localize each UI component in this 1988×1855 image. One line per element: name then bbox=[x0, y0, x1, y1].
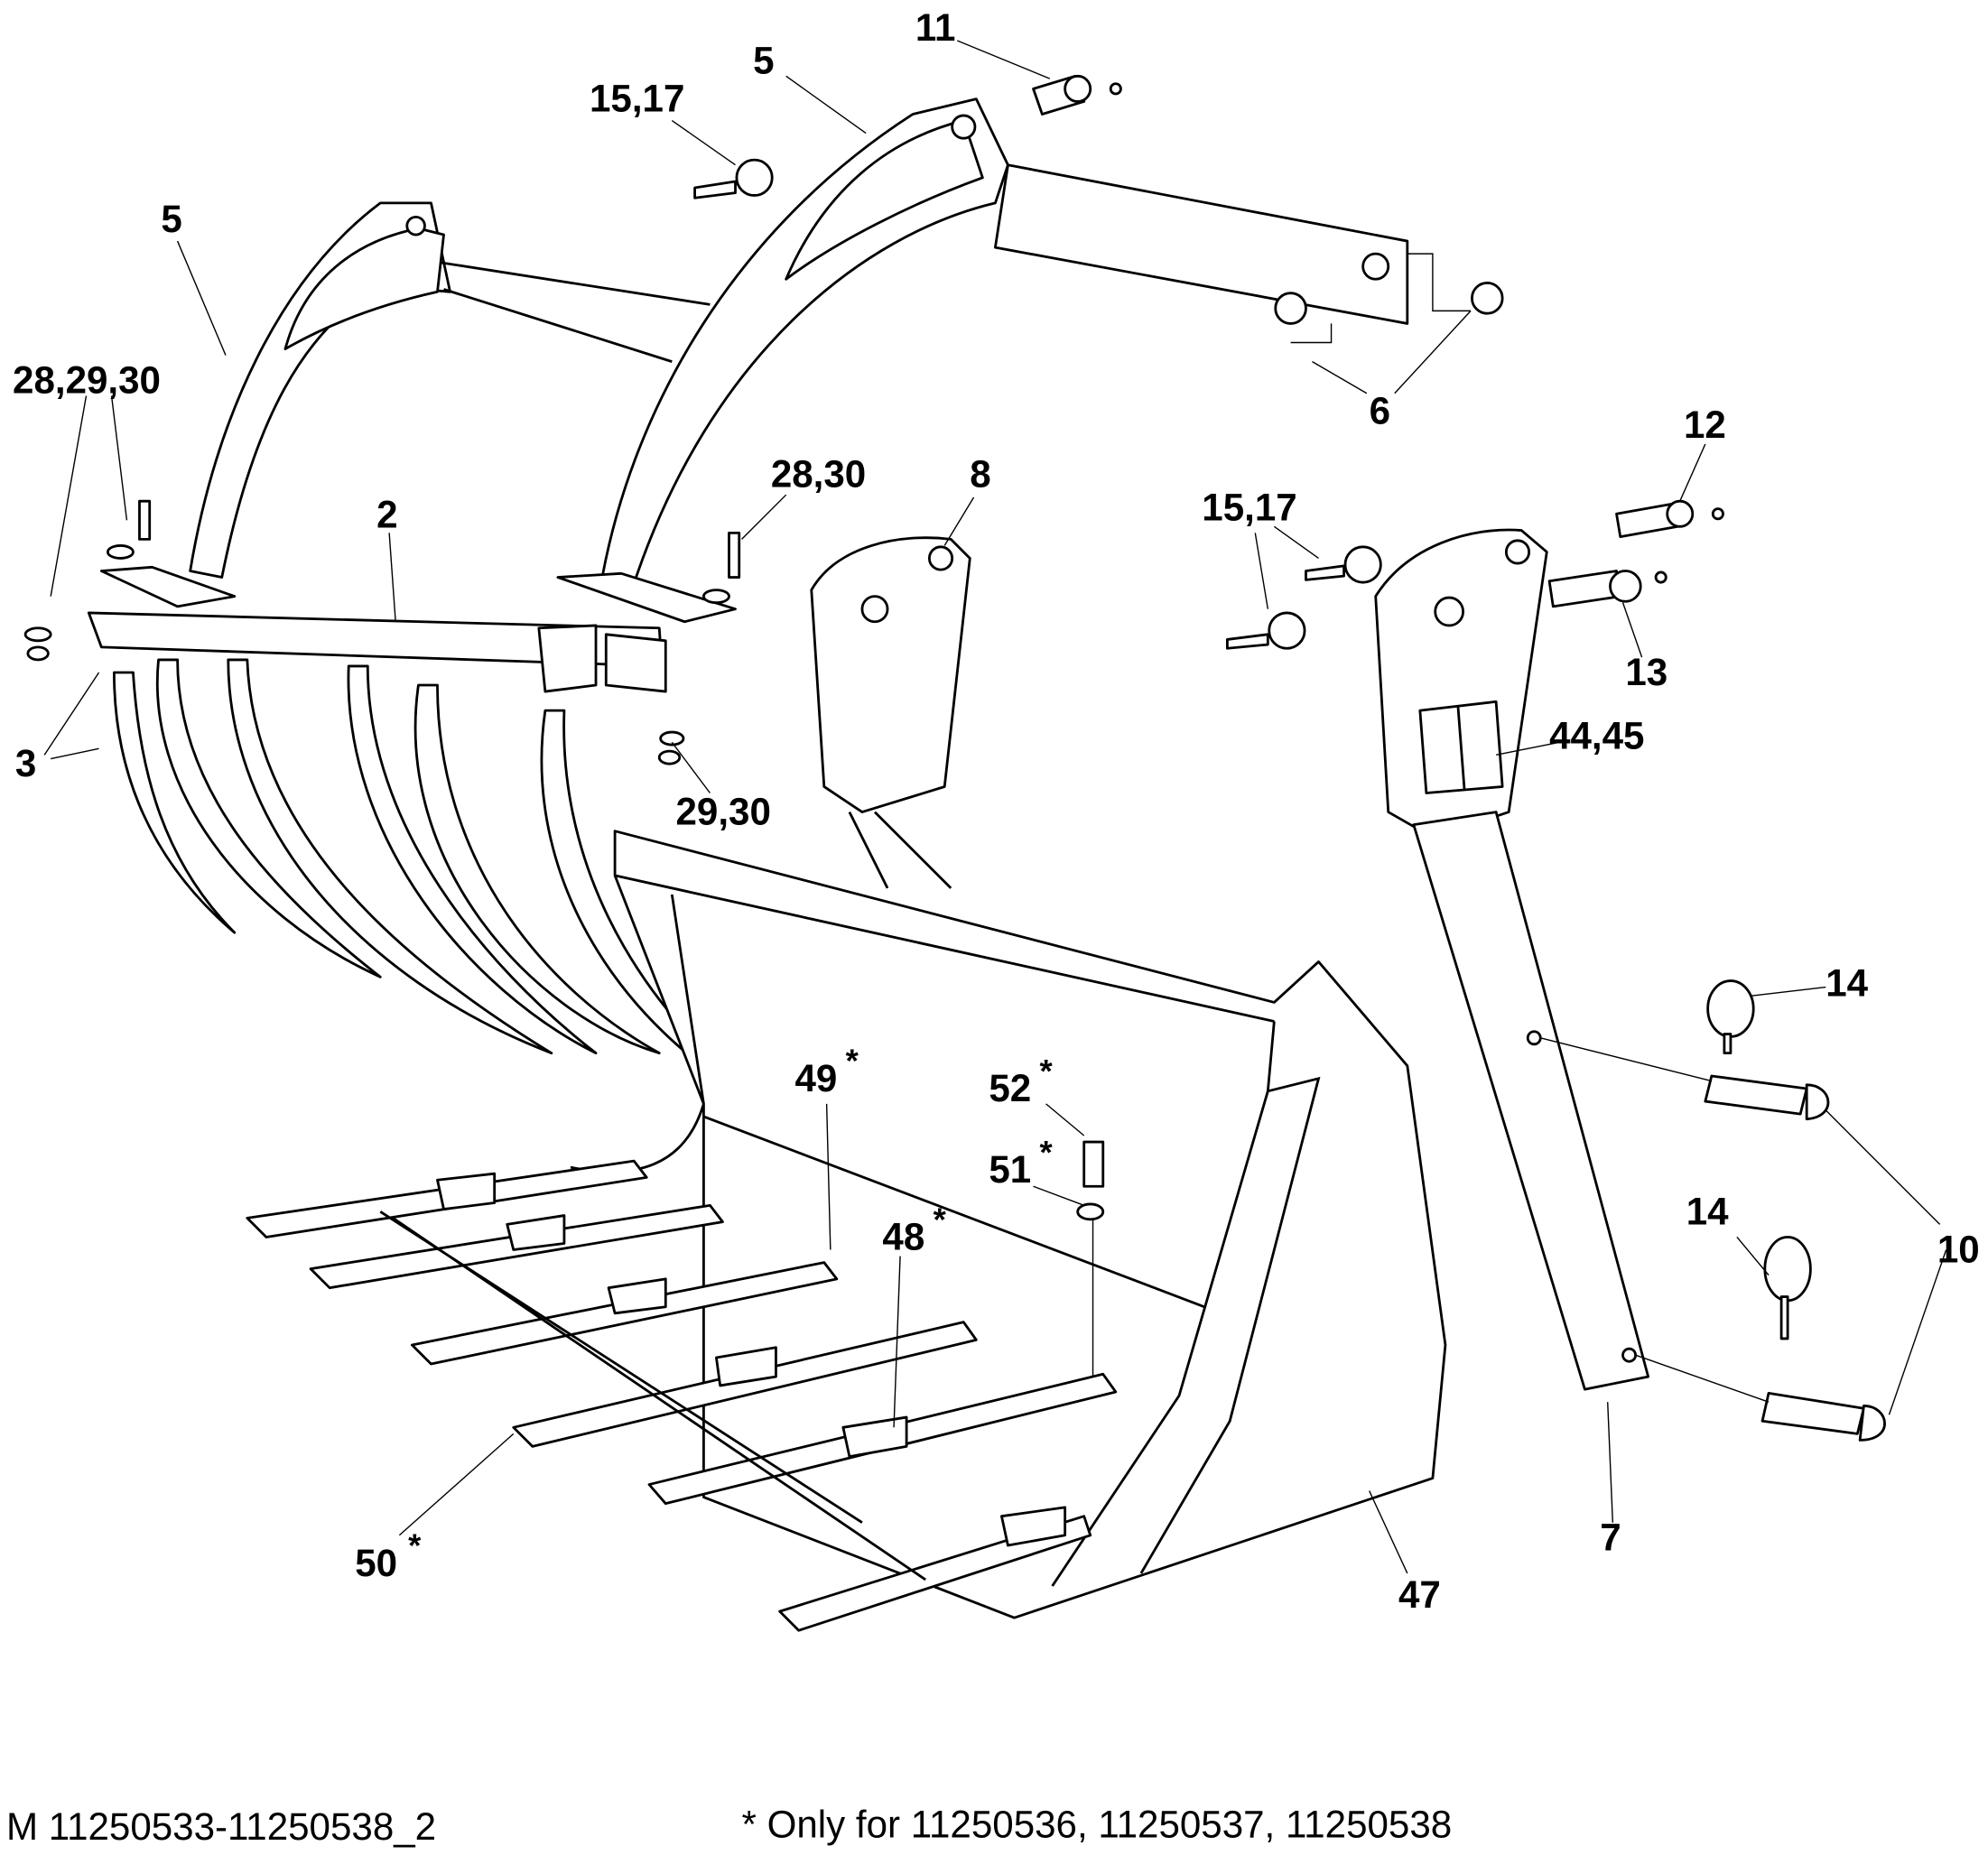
drawing-id: M 11250533-11250538_2 bbox=[6, 1805, 436, 1848]
grapple-arm-right bbox=[556, 97, 1409, 624]
label-part-28-30: 28,30 bbox=[771, 453, 866, 496]
label-part-51: 51 bbox=[989, 1148, 1031, 1191]
label-part-5-left: 5 bbox=[161, 198, 181, 240]
label-part-15-17-right: 15,17 bbox=[1202, 486, 1296, 528]
label-part-2: 2 bbox=[376, 494, 397, 536]
frame-arm bbox=[1374, 528, 1650, 1391]
label-part-3: 3 bbox=[15, 742, 36, 784]
pins-and-bushings bbox=[23, 74, 1886, 1442]
label-part-29-30: 29,30 bbox=[676, 791, 771, 833]
label-part-15-17-top: 15,17 bbox=[590, 78, 684, 120]
label-part-11: 11 bbox=[915, 6, 956, 49]
label-part-52: 52 bbox=[989, 1067, 1031, 1109]
label-part-5-top: 5 bbox=[753, 40, 774, 82]
label-part-48: 48 bbox=[882, 1216, 924, 1258]
label-part-47: 47 bbox=[1398, 1573, 1441, 1616]
label-part-28-29-30: 28,29,30 bbox=[13, 359, 161, 402]
label-part-14-top: 14 bbox=[1825, 961, 1868, 1004]
label-part-13: 13 bbox=[1625, 651, 1668, 693]
label-part-49: 49 bbox=[795, 1057, 838, 1099]
label-part-12: 12 bbox=[1684, 403, 1726, 446]
leader-lines bbox=[43, 40, 1947, 1574]
label-part-10: 10 bbox=[1937, 1229, 1980, 1271]
label-asterisk-49: * bbox=[846, 1043, 859, 1080]
label-asterisk-50: * bbox=[408, 1527, 422, 1564]
footnote: * Only for 11250536, 11250537, 11250538 bbox=[742, 1803, 1453, 1845]
label-part-14-bottom: 14 bbox=[1686, 1190, 1729, 1232]
bucket bbox=[570, 830, 1447, 1619]
label-asterisk-48: * bbox=[934, 1201, 947, 1238]
label-part-7: 7 bbox=[1600, 1516, 1621, 1559]
label-part-6: 6 bbox=[1370, 389, 1390, 431]
hitch-bracket-left bbox=[810, 536, 971, 889]
grapple-arm-left bbox=[99, 201, 711, 608]
label-asterisk-52: * bbox=[1040, 1053, 1054, 1090]
label-asterisk-51: * bbox=[1040, 1134, 1054, 1171]
label-part-8: 8 bbox=[970, 453, 990, 496]
grapple-tines bbox=[112, 658, 776, 1112]
fork-tines bbox=[246, 1159, 1118, 1632]
label-part-50: 50 bbox=[355, 1542, 397, 1584]
label-part-44-45: 44,45 bbox=[1549, 714, 1644, 756]
crossbar bbox=[87, 611, 667, 693]
